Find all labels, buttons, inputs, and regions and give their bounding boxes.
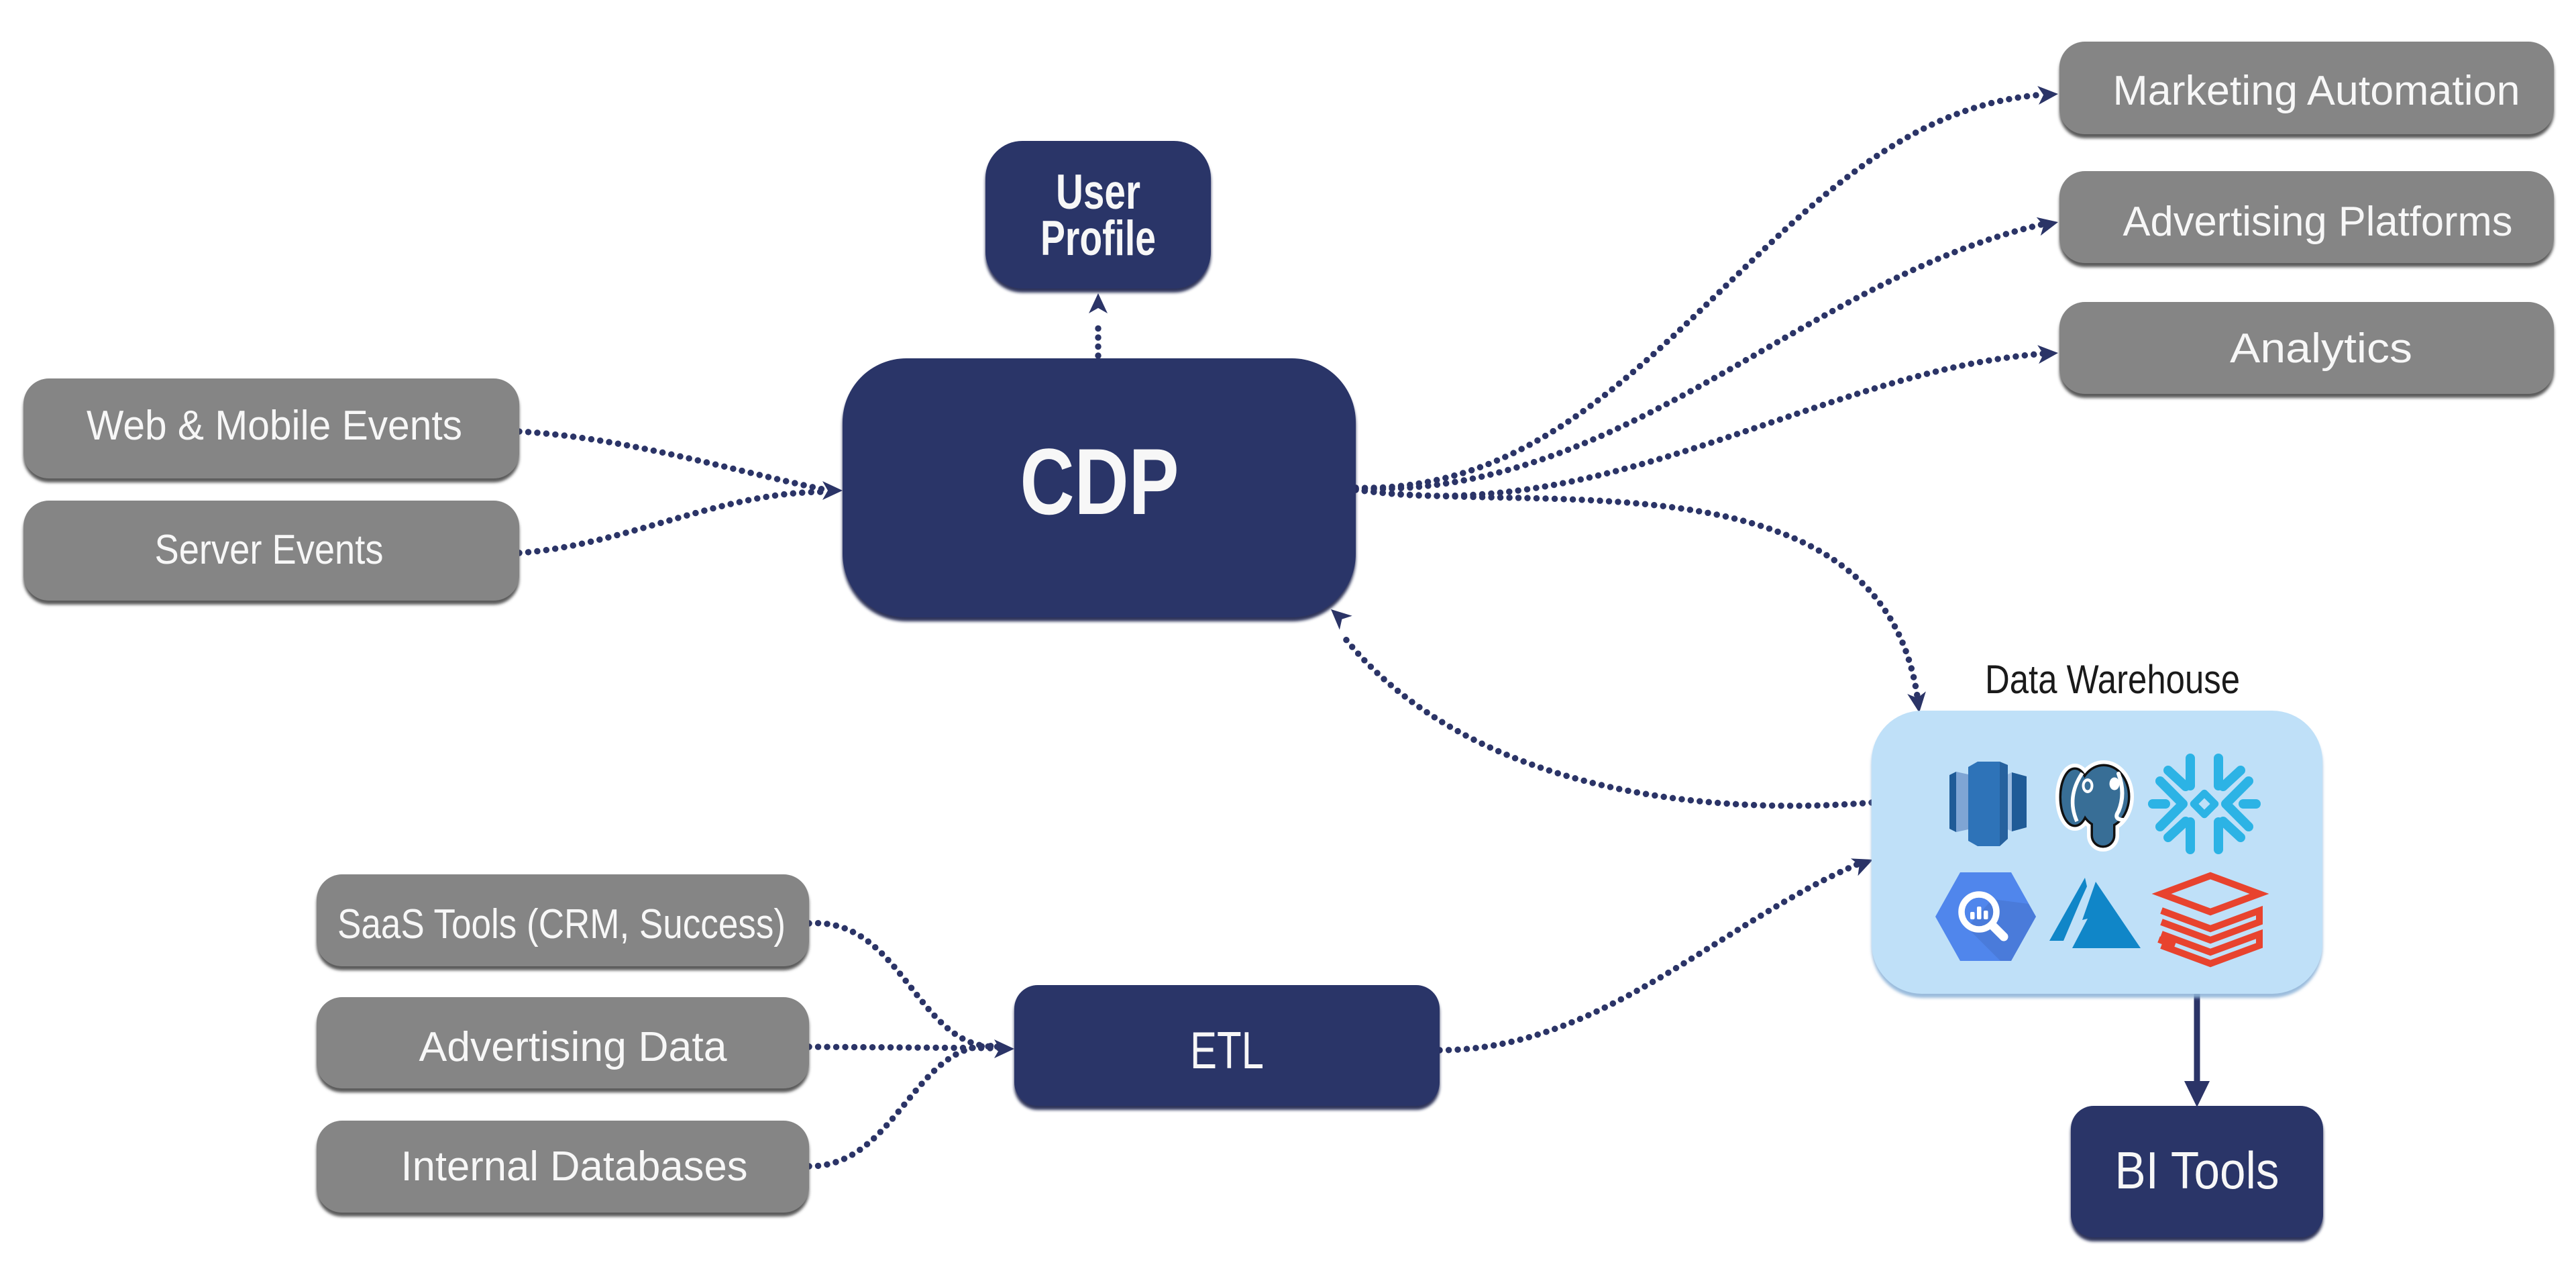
svg-text:CDP: CDP — [1020, 429, 1179, 534]
svg-text:Analytics: Analytics — [2230, 325, 2412, 372]
svg-text:ETL: ETL — [1190, 1021, 1264, 1080]
svg-text:Profile: Profile — [1040, 211, 1156, 266]
svg-text:Marketing Automation: Marketing Automation — [2113, 68, 2520, 114]
svg-text:Web & Mobile Events: Web & Mobile Events — [87, 403, 462, 449]
svg-text:Internal Databases: Internal Databases — [401, 1143, 748, 1190]
svg-text:Data Warehouse: Data Warehouse — [1985, 657, 2240, 702]
svg-text:Advertising Data: Advertising Data — [419, 1024, 728, 1070]
svg-text:BI Tools: BI Tools — [2115, 1141, 2279, 1200]
svg-text:Server Events: Server Events — [155, 527, 384, 573]
svg-text:User: User — [1056, 165, 1140, 219]
svg-text:SaaS Tools (CRM, Success): SaaS Tools (CRM, Success) — [337, 901, 786, 947]
svg-text:Advertising Platforms: Advertising Platforms — [2123, 199, 2513, 245]
